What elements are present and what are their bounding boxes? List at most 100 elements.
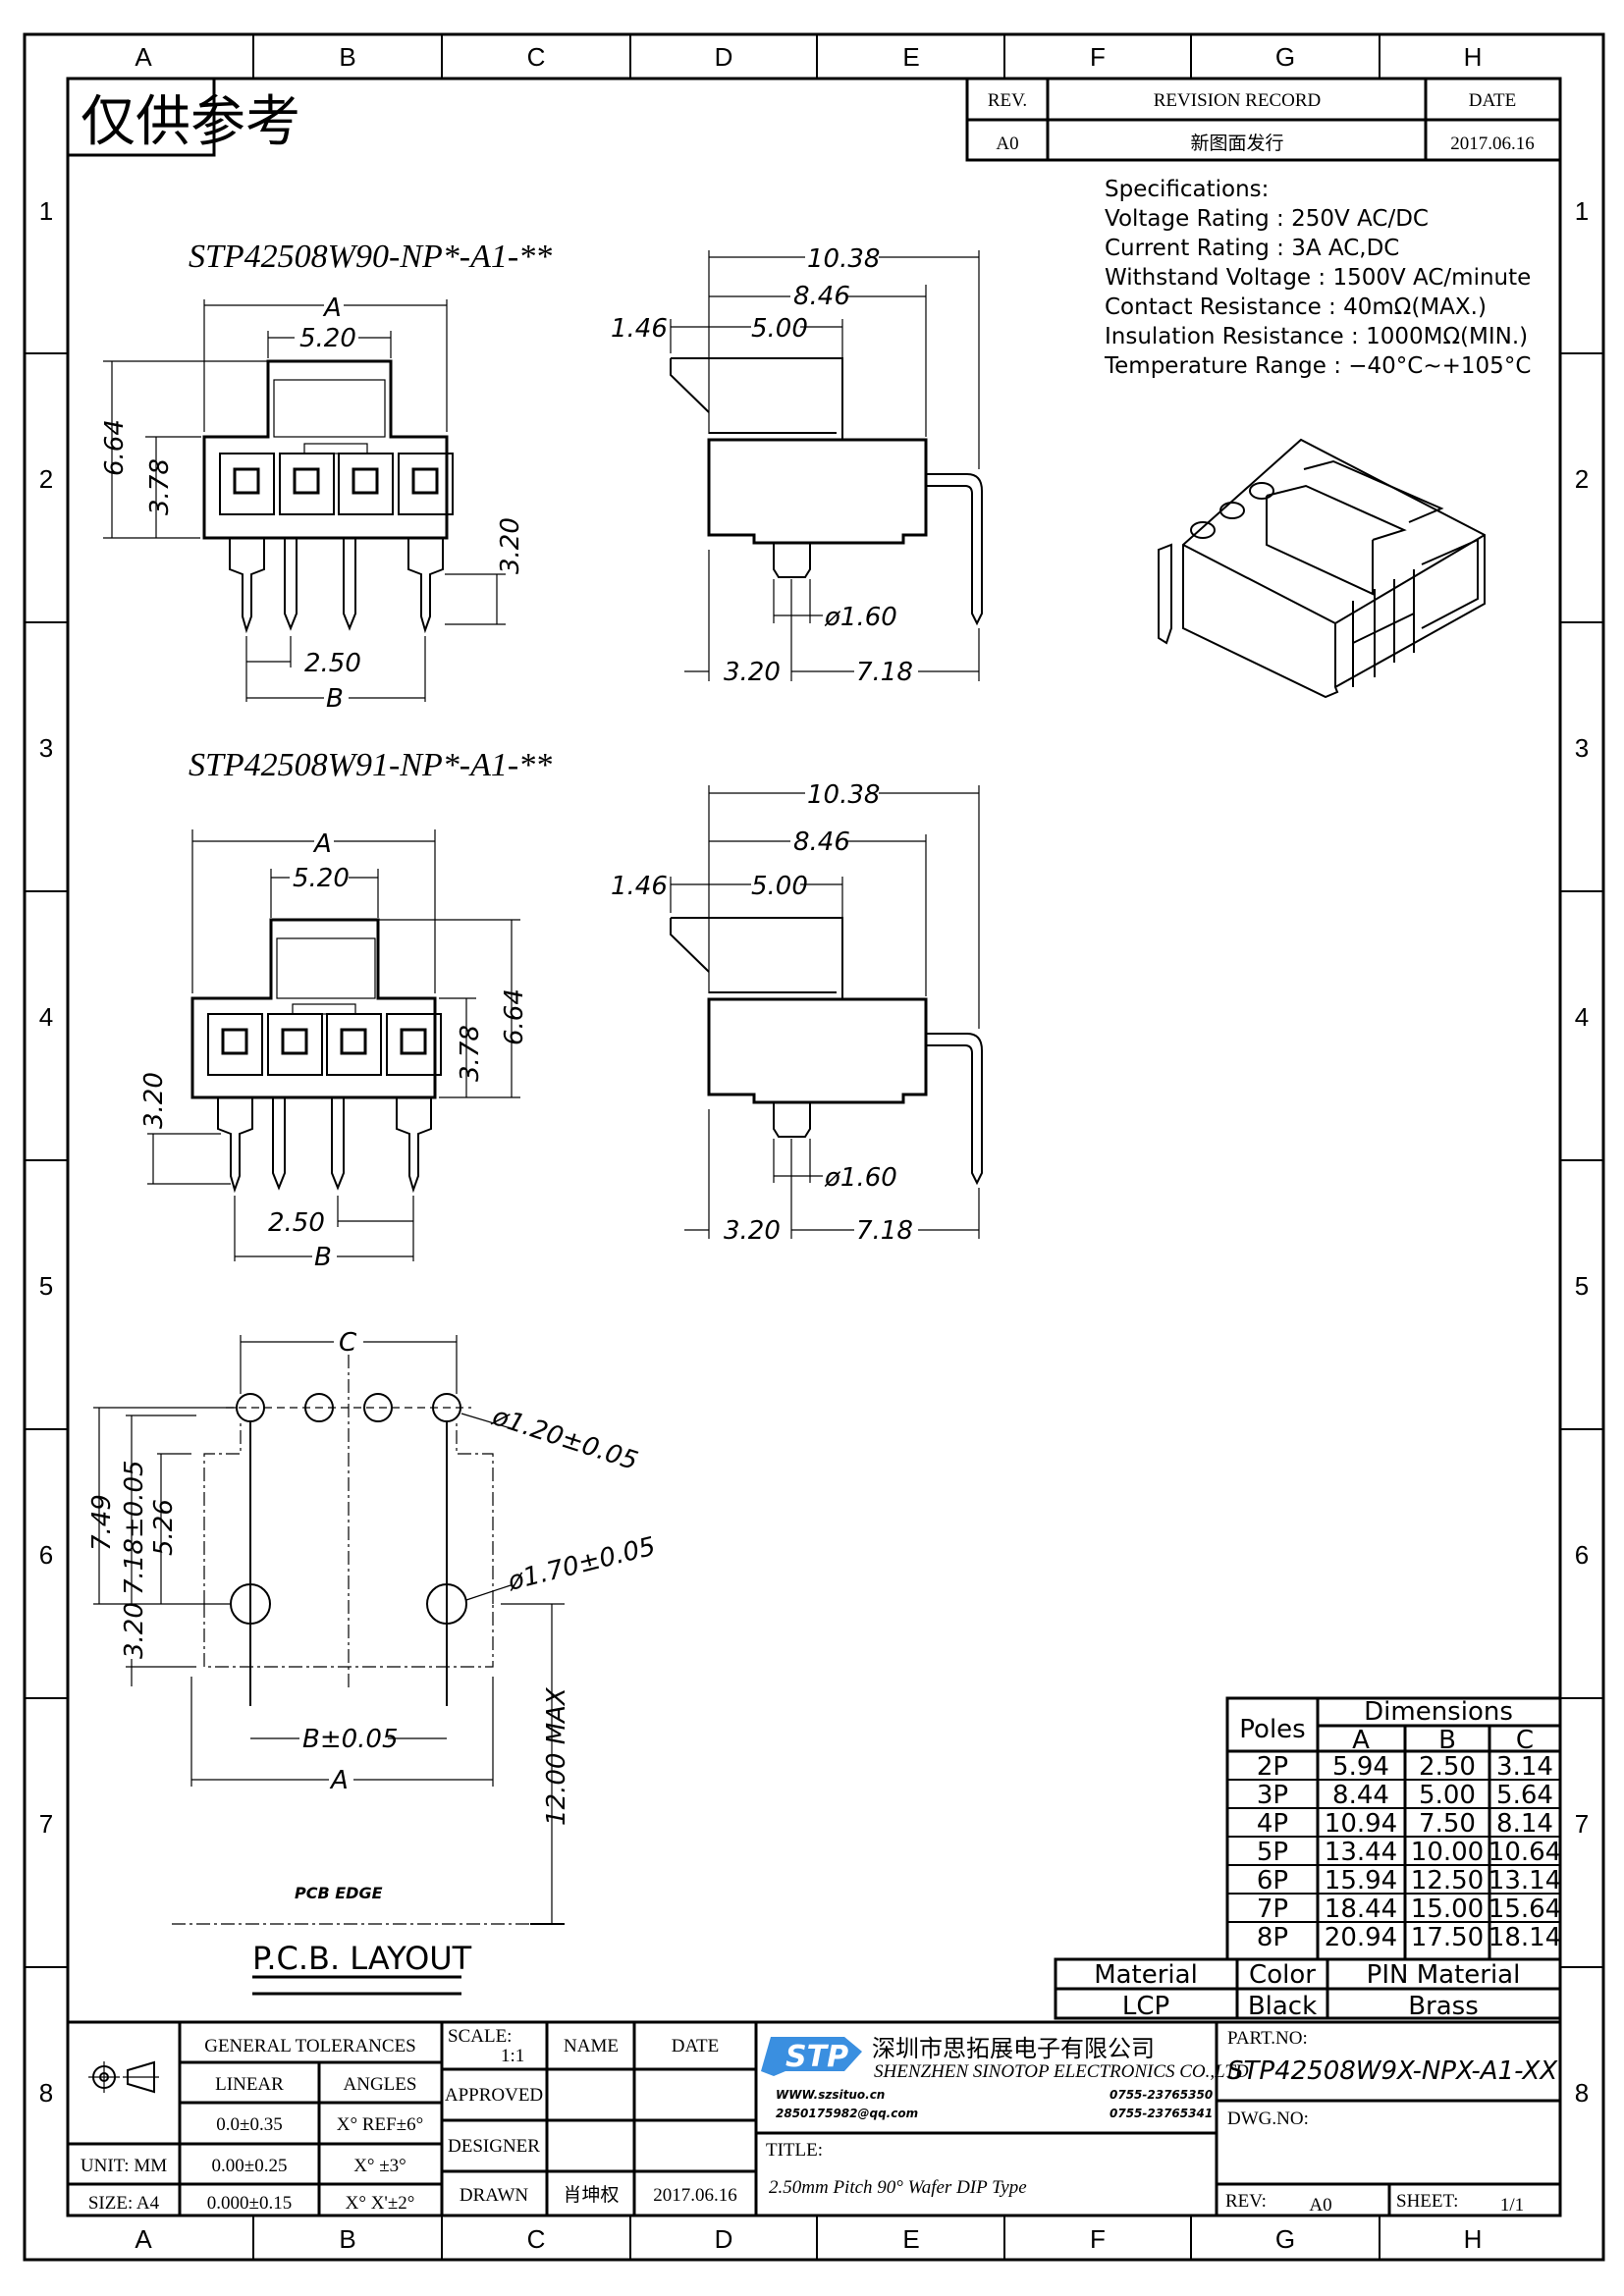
- spec-title: Specifications:: [1105, 177, 1269, 202]
- view2-dim-320: 3.20: [139, 1072, 169, 1129]
- column-zone-dividers: [25, 34, 1603, 2260]
- row-label: 6: [1575, 1540, 1589, 1570]
- drawn-date: 2017.06.16: [653, 2185, 737, 2206]
- linear-label: LINEAR: [215, 2074, 284, 2095]
- spec-line: Current Rating : 3A AC,DC: [1105, 236, 1399, 261]
- part-no-value: STP42508W9X-NPX-A1-XX: [1227, 2056, 1558, 2086]
- view1-dim-500: 5.00: [751, 314, 808, 344]
- dim-a-cell: 10.94: [1325, 1809, 1397, 1839]
- pcb-layout-title: P.C.B. LAYOUT: [252, 1940, 472, 1977]
- approved-label: APPROVED: [445, 2085, 543, 2106]
- view2-dim-378: 3.78: [456, 1025, 485, 1082]
- rev-label: REV:: [1225, 2191, 1267, 2212]
- drawn-name: 肖坤权: [563, 2184, 619, 2206]
- row-label: 8: [1575, 2078, 1589, 2108]
- material-value: LCP: [1122, 1992, 1169, 2021]
- pcb-dim-526: 5.26: [149, 1499, 179, 1556]
- dim-c-cell: 5.64: [1496, 1781, 1553, 1810]
- view1-part-number: STP42508W90-NP*-A1-**: [189, 239, 552, 275]
- view1-dim-320: 3.20: [496, 517, 525, 574]
- company-website: WWW.szsituo.cn: [776, 2088, 885, 2102]
- spec-line: Contact Resistance : 40mΩ(MAX.): [1105, 294, 1487, 320]
- view1-dim-520: 5.20: [299, 324, 356, 353]
- view1-dim-160: ø1.60: [824, 603, 897, 632]
- poles-cell: 5P: [1257, 1838, 1288, 1867]
- unit-label: UNIT: MM: [81, 2156, 167, 2176]
- color-value: Black: [1248, 1992, 1317, 2021]
- name-header: NAME: [564, 2036, 619, 2056]
- material-table: Material Color PIN Material LCP Black Br…: [1054, 1957, 1562, 2021]
- col-c-header: C: [1516, 1726, 1534, 1755]
- col-label: G: [1275, 2224, 1295, 2254]
- tol-angle: X° REF±6°: [337, 2114, 423, 2135]
- view1-dim-1038: 10.38: [807, 244, 880, 274]
- row-label: 2: [39, 464, 53, 494]
- col-b-header: B: [1438, 1726, 1456, 1755]
- view1-dim-664: 6.64: [100, 419, 130, 476]
- size-label: SIZE: A4: [88, 2193, 160, 2214]
- date-header: DATE: [1469, 90, 1517, 111]
- scale-value: 1:1: [501, 2046, 524, 2066]
- sheet-value: 1/1: [1500, 2195, 1524, 2216]
- poles-cell: 3P: [1257, 1781, 1288, 1810]
- drawing-title: 2.50mm Pitch 90° Wafer DIP Type: [769, 2177, 1027, 2198]
- col-label: F: [1090, 42, 1106, 72]
- view2-front: STP42508W91-NP*-A1-** A 5.20 6.64 3.78 3…: [139, 747, 552, 1272]
- view2-side: 10.38 8.46 1.46 5.00 ø1.60 3.20 7.18: [611, 780, 983, 1246]
- poles-cell: 2P: [1257, 1752, 1288, 1782]
- rev-header: REV.: [988, 90, 1027, 111]
- company-name-cn: 深圳市思拓展电子有限公司: [872, 2035, 1155, 2062]
- poles-cell: 4P: [1257, 1809, 1288, 1839]
- poles-header: Poles: [1239, 1715, 1305, 1744]
- dim-b-cell: 17.50: [1411, 1923, 1484, 1952]
- view1-dim-b: B: [326, 684, 344, 714]
- poles-cell: 8P: [1257, 1923, 1288, 1952]
- tol-linear: 0.0±0.35: [216, 2114, 282, 2135]
- isometric-connector-view: [1158, 438, 1486, 699]
- dim-c-cell: 13.14: [1489, 1866, 1561, 1896]
- view1-dim-146: 1.46: [611, 314, 668, 344]
- spec-line: Voltage Rating : 250V AC/DC: [1105, 206, 1429, 232]
- pcb-dim-718: 7.18±0.05: [120, 1460, 149, 1595]
- dim-b-cell: 12.50: [1411, 1866, 1484, 1896]
- row-label: 1: [1575, 196, 1589, 226]
- tol-angle: X° ±3°: [353, 2156, 406, 2176]
- company-email: 2850175982@qq.com: [776, 2107, 918, 2120]
- row-label: 7: [39, 1809, 53, 1839]
- dim-b-cell: 15.00: [1411, 1895, 1484, 1924]
- pcb-edge-label: PCB EDGE: [295, 1884, 383, 1902]
- revision-record-value: 新图面发行: [1190, 133, 1283, 154]
- dim-c-cell: 15.64: [1489, 1895, 1561, 1924]
- dim-b-cell: 2.50: [1419, 1752, 1476, 1782]
- row-labels: 1 2 3 4 5 6 7 8 1 2 3 4 5 6 7 8: [39, 196, 1589, 2108]
- pcb-dim-max: 12.00 MAX: [542, 1686, 571, 1826]
- col-label: C: [527, 42, 546, 72]
- view1-dim-718: 7.18: [856, 658, 913, 687]
- dim-a-cell: 8.44: [1332, 1781, 1389, 1810]
- view2-dim-pitch: 2.50: [268, 1208, 325, 1238]
- general-tolerances-label: GENERAL TOLERANCES: [204, 2036, 416, 2056]
- dwg-no-label: DWG.NO:: [1227, 2109, 1309, 2129]
- dim-a-cell: 13.44: [1325, 1838, 1397, 1867]
- row-label: 5: [1575, 1271, 1589, 1301]
- view1-dim-pitch: 2.50: [304, 649, 361, 678]
- col-label: A: [135, 42, 152, 72]
- view1-dim-320: 3.20: [724, 658, 781, 687]
- view2-dim-160: ø1.60: [824, 1163, 897, 1193]
- pcb-dim-749: 7.49: [87, 1494, 117, 1551]
- col-label: A: [135, 2224, 152, 2254]
- view2-dim-520: 5.20: [293, 864, 350, 893]
- view2-dim-a: A: [312, 829, 332, 859]
- reference-stamp: 仅供参考: [81, 90, 300, 154]
- pcb-dim-hole-small: ø1.20±0.05: [488, 1402, 641, 1476]
- reference-stamp-box: [66, 77, 216, 157]
- pcb-dim-hole-large: ø1.70±0.05: [504, 1532, 658, 1597]
- col-label: H: [1464, 42, 1483, 72]
- tol-linear: 0.000±0.15: [207, 2193, 292, 2214]
- col-label: D: [715, 42, 733, 72]
- row-label: 3: [39, 733, 53, 763]
- column-labels-bottom: A B C D E F G H: [135, 2224, 1482, 2254]
- revision-date-value: 2017.06.16: [1450, 133, 1535, 154]
